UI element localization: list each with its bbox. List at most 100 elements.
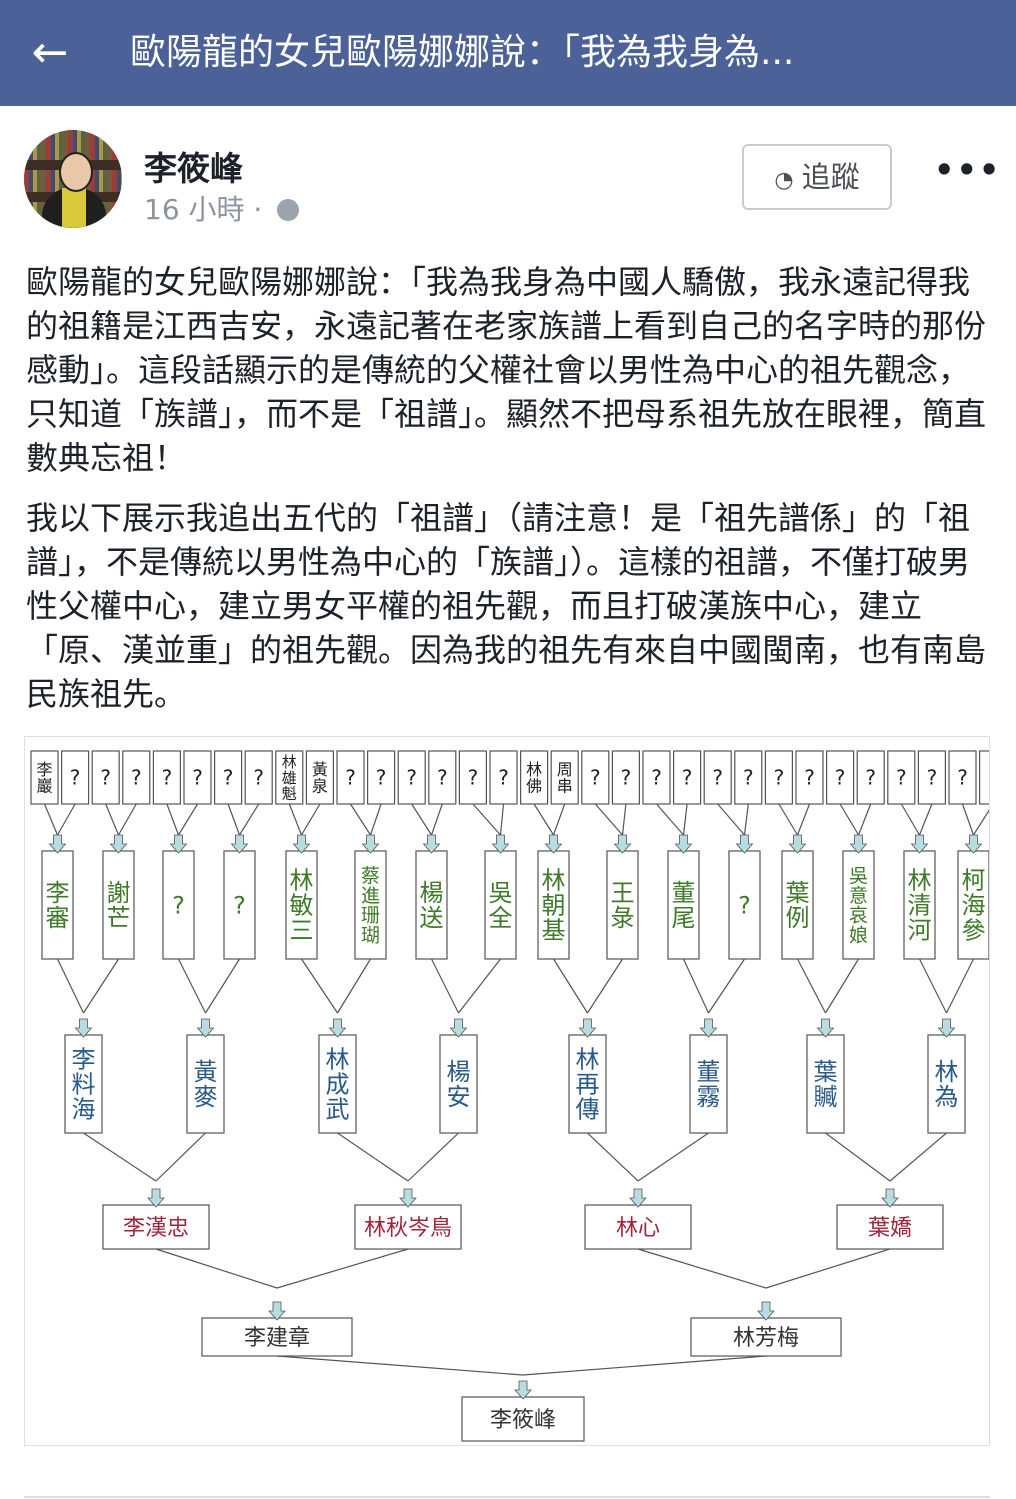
tree-connector: [637, 1132, 709, 1182]
avatar[interactable]: [24, 130, 122, 228]
down-arrow-icon: [361, 834, 380, 854]
ancestor-box-gen4: [285, 850, 318, 960]
ancestor-box-gen5: [520, 750, 549, 805]
down-arrow-icon: [196, 1018, 215, 1038]
ancestor-box-gen4: [903, 850, 936, 960]
self-box: [461, 1396, 585, 1442]
svg-text:三: 三: [290, 917, 314, 945]
ancestor-box-gen5: [458, 750, 487, 805]
svg-text:哀: 哀: [849, 905, 868, 927]
arrow-left-icon: ←: [31, 27, 69, 78]
ancestor-box-gen5: [764, 750, 794, 805]
svg-text:?: ?: [804, 766, 815, 790]
tree-connector: [337, 1132, 409, 1182]
ancestor-box-gen5: [183, 750, 212, 805]
tree-connector: [155, 1248, 278, 1289]
svg-text:林: 林: [326, 1045, 350, 1073]
post-time[interactable]: 16 小時 ·: [144, 193, 272, 226]
svg-text:?: ?: [774, 766, 785, 790]
ancestor-box-gen4: [667, 850, 700, 960]
tree-connector: [430, 803, 443, 836]
family-tree-diagram: 李巖???????林雄魁黃泉??????林佛周串??????????????李審…: [30, 750, 990, 1442]
ancestor-name-gen4: ?: [738, 892, 751, 920]
ancestor-name-gen4: ?: [233, 892, 246, 920]
post-meta: 16 小時 ·: [144, 188, 300, 228]
down-arrow-icon: [937, 1018, 956, 1038]
ancestor-name-gen5: ?: [865, 766, 876, 790]
tree-connector: [743, 803, 749, 836]
ancestor-box-gen2: [354, 1204, 462, 1250]
tree-connector: [407, 1132, 459, 1182]
top-navigation-bar: ← 歐陽龍的女兒歐陽娜娜說：「我為我身為...: [0, 0, 1016, 106]
follow-label: 追蹤: [801, 160, 860, 194]
svg-text:全: 全: [489, 904, 513, 932]
ancestor-name-gen3: 林為: [935, 1058, 959, 1111]
ancestor-name-gen4: 林清河: [908, 866, 932, 944]
svg-text:例: 例: [786, 904, 810, 932]
ancestor-name-gen3: 黃麥: [194, 1058, 218, 1111]
svg-text:?: ?: [406, 766, 417, 790]
ancestor-box-gen5: [244, 750, 273, 805]
back-button[interactable]: ←: [28, 28, 72, 78]
ancestor-name-gen5: ?: [988, 766, 990, 790]
follow-button[interactable]: ◔追蹤: [742, 144, 892, 210]
down-arrow-icon: [735, 834, 754, 854]
ancestor-name-gen5: 黃泉: [312, 760, 328, 796]
more-options-button[interactable]: •••: [934, 150, 999, 190]
family-tree-image[interactable]: 李巖???????林雄魁黃泉??????林佛周串??????????????李審…: [24, 736, 990, 1446]
down-arrow-icon: [674, 834, 693, 854]
svg-text:進: 進: [361, 885, 380, 907]
tree-connector: [682, 803, 688, 836]
tree-connector: [43, 803, 59, 836]
ancestor-name-gen3: 李料海: [72, 1045, 96, 1123]
ancestor-name-gen5: ?: [468, 766, 479, 790]
down-arrow-icon: [849, 834, 868, 854]
tree-connector: [765, 1248, 891, 1289]
ancestor-box-gen2: [836, 1204, 944, 1250]
svg-text:海: 海: [962, 892, 986, 920]
ancestor-name-gen5: ?: [70, 766, 81, 790]
svg-text:周: 周: [557, 760, 573, 779]
tree-connector: [796, 958, 827, 1014]
tree-connector: [155, 1132, 206, 1182]
tree-connector: [83, 1132, 157, 1182]
tree-connector: [656, 803, 684, 836]
ancestor-name-gen4: 葉例: [786, 879, 810, 932]
svg-text:柯: 柯: [962, 866, 986, 894]
ancestor-name-gen5: ?: [590, 766, 601, 790]
ancestor-box-gen3: [64, 1034, 103, 1134]
tree-connector: [918, 958, 948, 1014]
ancestor-name-gen5: ?: [835, 766, 846, 790]
ancestor-name-gen3: 林再傳: [576, 1045, 600, 1123]
svg-text:佛: 佛: [526, 777, 542, 796]
author-name[interactable]: 李筱峰: [144, 149, 243, 188]
ancestor-box-gen2: [102, 1204, 210, 1250]
tree-connector: [177, 803, 199, 836]
svg-text:意: 意: [849, 885, 868, 907]
ancestor-box-gen4: [415, 850, 448, 960]
ancestor-name-gen5: ?: [896, 766, 907, 790]
svg-text:林: 林: [935, 1058, 959, 1086]
svg-text:葉: 葉: [786, 879, 810, 907]
ancestor-name-gen5: ?: [682, 766, 693, 790]
down-arrow-icon: [964, 834, 983, 854]
svg-text:林: 林: [282, 753, 297, 771]
ancestor-box-gen4: [484, 850, 517, 960]
svg-text:林: 林: [290, 866, 314, 894]
svg-text:朝: 朝: [542, 892, 566, 920]
svg-text:?: ?: [70, 766, 81, 790]
down-arrow-icon: [109, 834, 128, 854]
svg-text:芒: 芒: [107, 904, 131, 932]
svg-text:料: 料: [72, 1071, 96, 1099]
ancestor-name-gen5: ?: [774, 766, 785, 790]
tree-connector: [56, 958, 85, 1014]
svg-text:楊: 楊: [420, 879, 444, 907]
svg-text:?: ?: [192, 766, 203, 790]
down-arrow-icon: [613, 834, 632, 854]
svg-text:麥: 麥: [194, 1083, 218, 1111]
svg-text:?: ?: [988, 766, 990, 790]
svg-text:魁: 魁: [282, 785, 297, 803]
down-arrow-icon: [230, 834, 249, 854]
ancestor-name-gen2: 葉嬌: [868, 1216, 912, 1241]
